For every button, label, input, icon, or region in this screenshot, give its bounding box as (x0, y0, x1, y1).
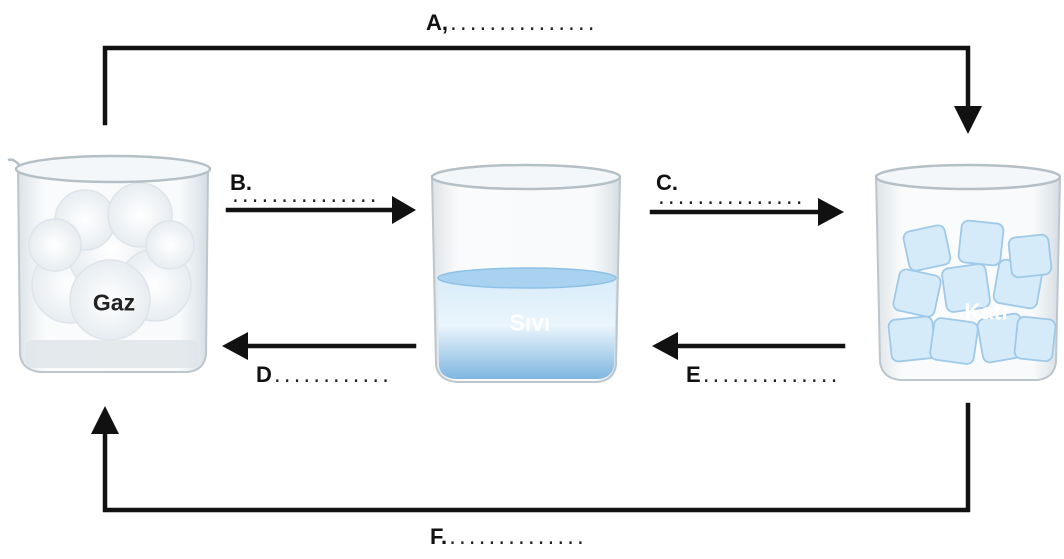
arrow-a (102, 45, 971, 126)
solid-label: Katı (964, 298, 1008, 325)
arrowhead-d (222, 332, 248, 360)
liquid-beaker (430, 163, 622, 383)
liquid-label: Sıvı (509, 309, 551, 336)
arrow-f (102, 402, 971, 513)
arrow-c-label: C. (656, 170, 678, 196)
arrow-e-label: E.............. (686, 362, 840, 388)
arrow-b-sep: . (245, 170, 253, 195)
arrowhead-e (652, 332, 678, 360)
arrowhead-a (954, 106, 982, 134)
arrow-a-blank: ............... (448, 14, 597, 35)
gas-label: Gaz (92, 289, 136, 316)
arrow-d-label: D............ (256, 362, 391, 388)
ice-cubes (887, 219, 1057, 365)
arrow-e-blank: .............. (700, 366, 840, 387)
arrow-e-letter: E (686, 362, 701, 387)
arrow-f-letter: F (430, 524, 441, 549)
arrow-d-letter: D (256, 362, 272, 387)
arrow-a-label: A,............... (426, 10, 597, 36)
arrow-b-label: B. (230, 170, 252, 196)
arrow-c-letter: C (656, 170, 672, 195)
arrow-f-sep: . (441, 524, 448, 549)
water (438, 272, 616, 379)
arrow-f-blank: .............. (447, 528, 586, 549)
arrowhead-b (392, 196, 416, 224)
arrow-b-letter: B (230, 170, 246, 195)
solid-beaker (874, 163, 1062, 381)
arrowhead-c (818, 198, 844, 226)
arrow-b-blank: ............... (230, 186, 379, 207)
arrow-f-label: F............... (430, 524, 586, 550)
arrow-a-sep: , (441, 10, 449, 35)
arrow-c-blank: ............... (656, 188, 805, 209)
arrowhead-f (91, 406, 119, 434)
steam-cloud (28, 182, 195, 341)
arrow-d-blank: ............ (271, 366, 391, 387)
gas-beaker (7, 154, 212, 373)
arrow-c-sep: . (671, 170, 679, 195)
arrows (102, 45, 971, 513)
arrow-a-letter: A (426, 10, 442, 35)
arrowheads (91, 106, 982, 434)
